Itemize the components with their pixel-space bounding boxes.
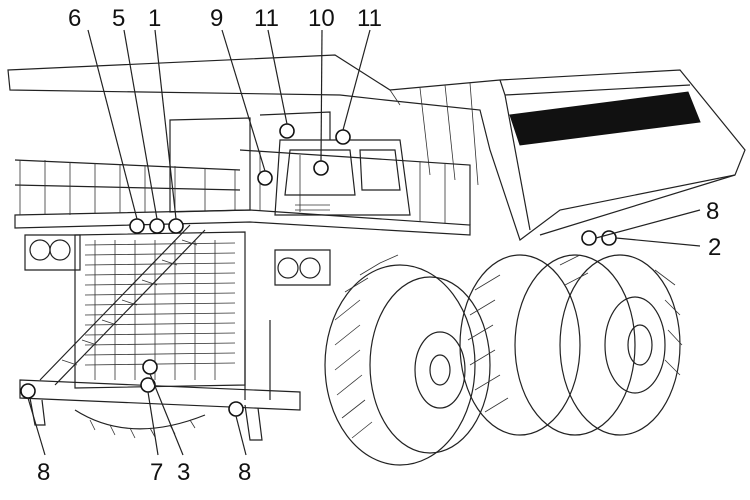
marker-1 [168,218,184,234]
marker-6 [129,218,145,234]
callout-10: 10 [308,5,335,32]
callout-2: 2 [708,234,721,261]
leader-lines [27,29,701,456]
front-left-wheel [74,409,206,439]
callout-5: 5 [112,5,125,32]
callout-1: 1 [148,5,161,32]
access-ladder [39,224,206,386]
marker-11b [335,129,351,145]
callout-8-bottom: 8 [238,459,251,486]
callout-9: 9 [210,5,223,32]
marker-5 [149,218,165,234]
sensor-markers [20,123,617,417]
callout-8-left: 8 [37,459,50,486]
marker-8-right [581,230,597,246]
marker-9 [257,170,273,186]
front-wheel [324,254,491,466]
callout-11-left: 11 [254,5,279,32]
callout-11-right: 11 [357,5,382,32]
cab [274,139,411,216]
callout-labels: 6 5 1 9 11 10 11 8 2 8 7 3 8 [37,5,721,486]
callout-7: 7 [150,459,163,486]
rear-wheels [459,254,683,436]
front-grille [24,224,331,389]
front-bumper [19,320,301,441]
bed-dark-panel [509,91,701,146]
marker-3 [142,359,158,375]
marker-8-left [20,383,36,399]
callout-8-right: 8 [706,198,719,225]
marker-10 [313,160,329,176]
dump-body [7,54,746,241]
marker-8-bottom [228,401,244,417]
callout-6: 6 [68,5,81,32]
upper-deck [14,111,471,236]
marker-11a [279,123,295,139]
callout-3: 3 [177,459,190,486]
